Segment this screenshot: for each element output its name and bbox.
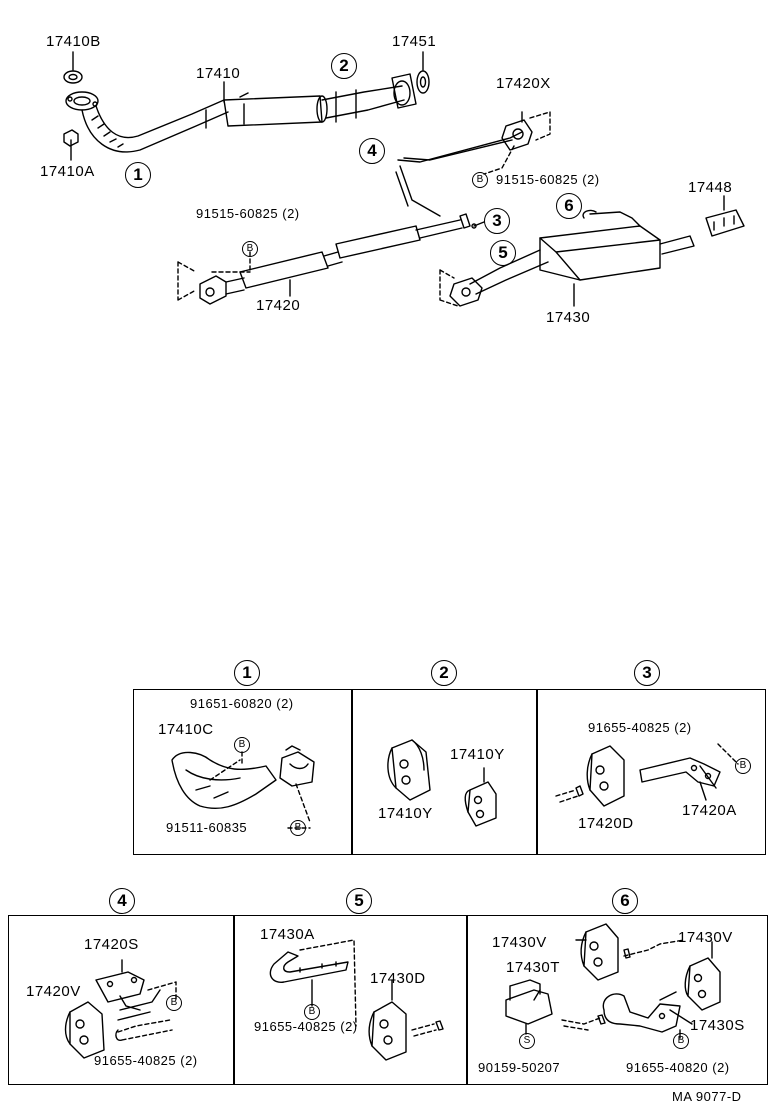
center-pipe-drawing [177, 213, 485, 305]
bolt-label-top: 91515-60825 (2) [496, 172, 600, 187]
front-pipe-drawing [63, 51, 430, 161]
p3-part-b: 17420D [578, 815, 634, 832]
detail-panel-1 [133, 689, 353, 855]
bolt-marker-b: B [166, 995, 182, 1011]
bolt-marker-b: B [290, 820, 306, 836]
panel-2-header: 2 [431, 660, 457, 686]
bolt-marker-b: B [234, 737, 250, 753]
part-17420X: 17420X [496, 75, 551, 92]
p5-part-a: 17430A [260, 926, 315, 943]
p2-part-b: 17410Y [378, 805, 433, 822]
part-17451: 17451 [392, 33, 437, 50]
part-17448: 17448 [688, 179, 733, 196]
panel-3-header: 3 [634, 660, 660, 686]
callout-4: 4 [359, 138, 385, 164]
panel-4-header: 4 [109, 888, 135, 914]
p1-part-b: 17410C [158, 721, 214, 738]
p6-part-a: 17430V [492, 934, 547, 951]
detail-panel-4 [8, 915, 235, 1085]
callout-1: 1 [125, 162, 151, 188]
p6-part-b: 17430V [678, 929, 733, 946]
panel4-drawing [64, 959, 177, 1059]
bolt-marker-b: B [472, 172, 488, 188]
callout-3: 3 [484, 208, 510, 234]
part-17410B: 17410B [46, 33, 101, 50]
intermediate-pipe-drawing [395, 111, 551, 217]
callout-5: 5 [490, 240, 516, 266]
p6-part-e: 90159-50207 [478, 1060, 561, 1075]
p6-part-f: 91655-40820 (2) [626, 1060, 730, 1075]
part-17430: 17430 [546, 309, 591, 326]
detail-panel-5 [233, 915, 468, 1085]
panel2-drawing [387, 739, 497, 827]
callout-2: 2 [331, 53, 357, 79]
spacer-marker-s: S [519, 1033, 535, 1049]
tail-muffler-drawing [439, 195, 745, 307]
p5-part-c: 91655-40825 (2) [254, 1019, 358, 1034]
p4-part-c: 91655-40825 (2) [94, 1053, 198, 1068]
part-17410: 17410 [196, 65, 241, 82]
panel-1-header: 1 [234, 660, 260, 686]
bolt-marker-b: B [304, 1004, 320, 1020]
p6-part-c: 17430T [506, 959, 560, 976]
p2-part-a: 17410Y [450, 746, 505, 763]
p5-part-b: 17430D [370, 970, 426, 987]
p4-part-b: 17420V [26, 983, 81, 1000]
p1-part-a: 91651-60820 (2) [190, 696, 294, 711]
callout-6: 6 [556, 193, 582, 219]
panel1-drawing [171, 745, 315, 829]
panel-6-header: 6 [612, 888, 638, 914]
panel5-drawing [269, 939, 444, 1061]
panel-5-header: 5 [346, 888, 372, 914]
part-17410A: 17410A [40, 163, 95, 180]
p6-part-d: 17430S [690, 1017, 745, 1034]
panel3-drawing [555, 743, 739, 807]
diagram-code: MA 9077-D [672, 1089, 742, 1104]
bolt-label-left: 91515-60825 (2) [196, 206, 300, 221]
panel6-drawing [505, 923, 721, 1039]
detail-panel-6 [466, 915, 768, 1085]
bolt-marker-b: B [673, 1033, 689, 1049]
p1-part-c: 91511-60835 [166, 820, 248, 835]
p3-part-a: 91655-40825 (2) [588, 720, 692, 735]
bolt-marker-b: B [735, 758, 751, 774]
detail-panel-2 [351, 689, 538, 855]
part-17420: 17420 [256, 297, 301, 314]
bolt-marker-b: B [242, 241, 258, 257]
p4-part-a: 17420S [84, 936, 139, 953]
p3-part-c: 17420A [682, 802, 737, 819]
detail-panel-3 [536, 689, 766, 855]
